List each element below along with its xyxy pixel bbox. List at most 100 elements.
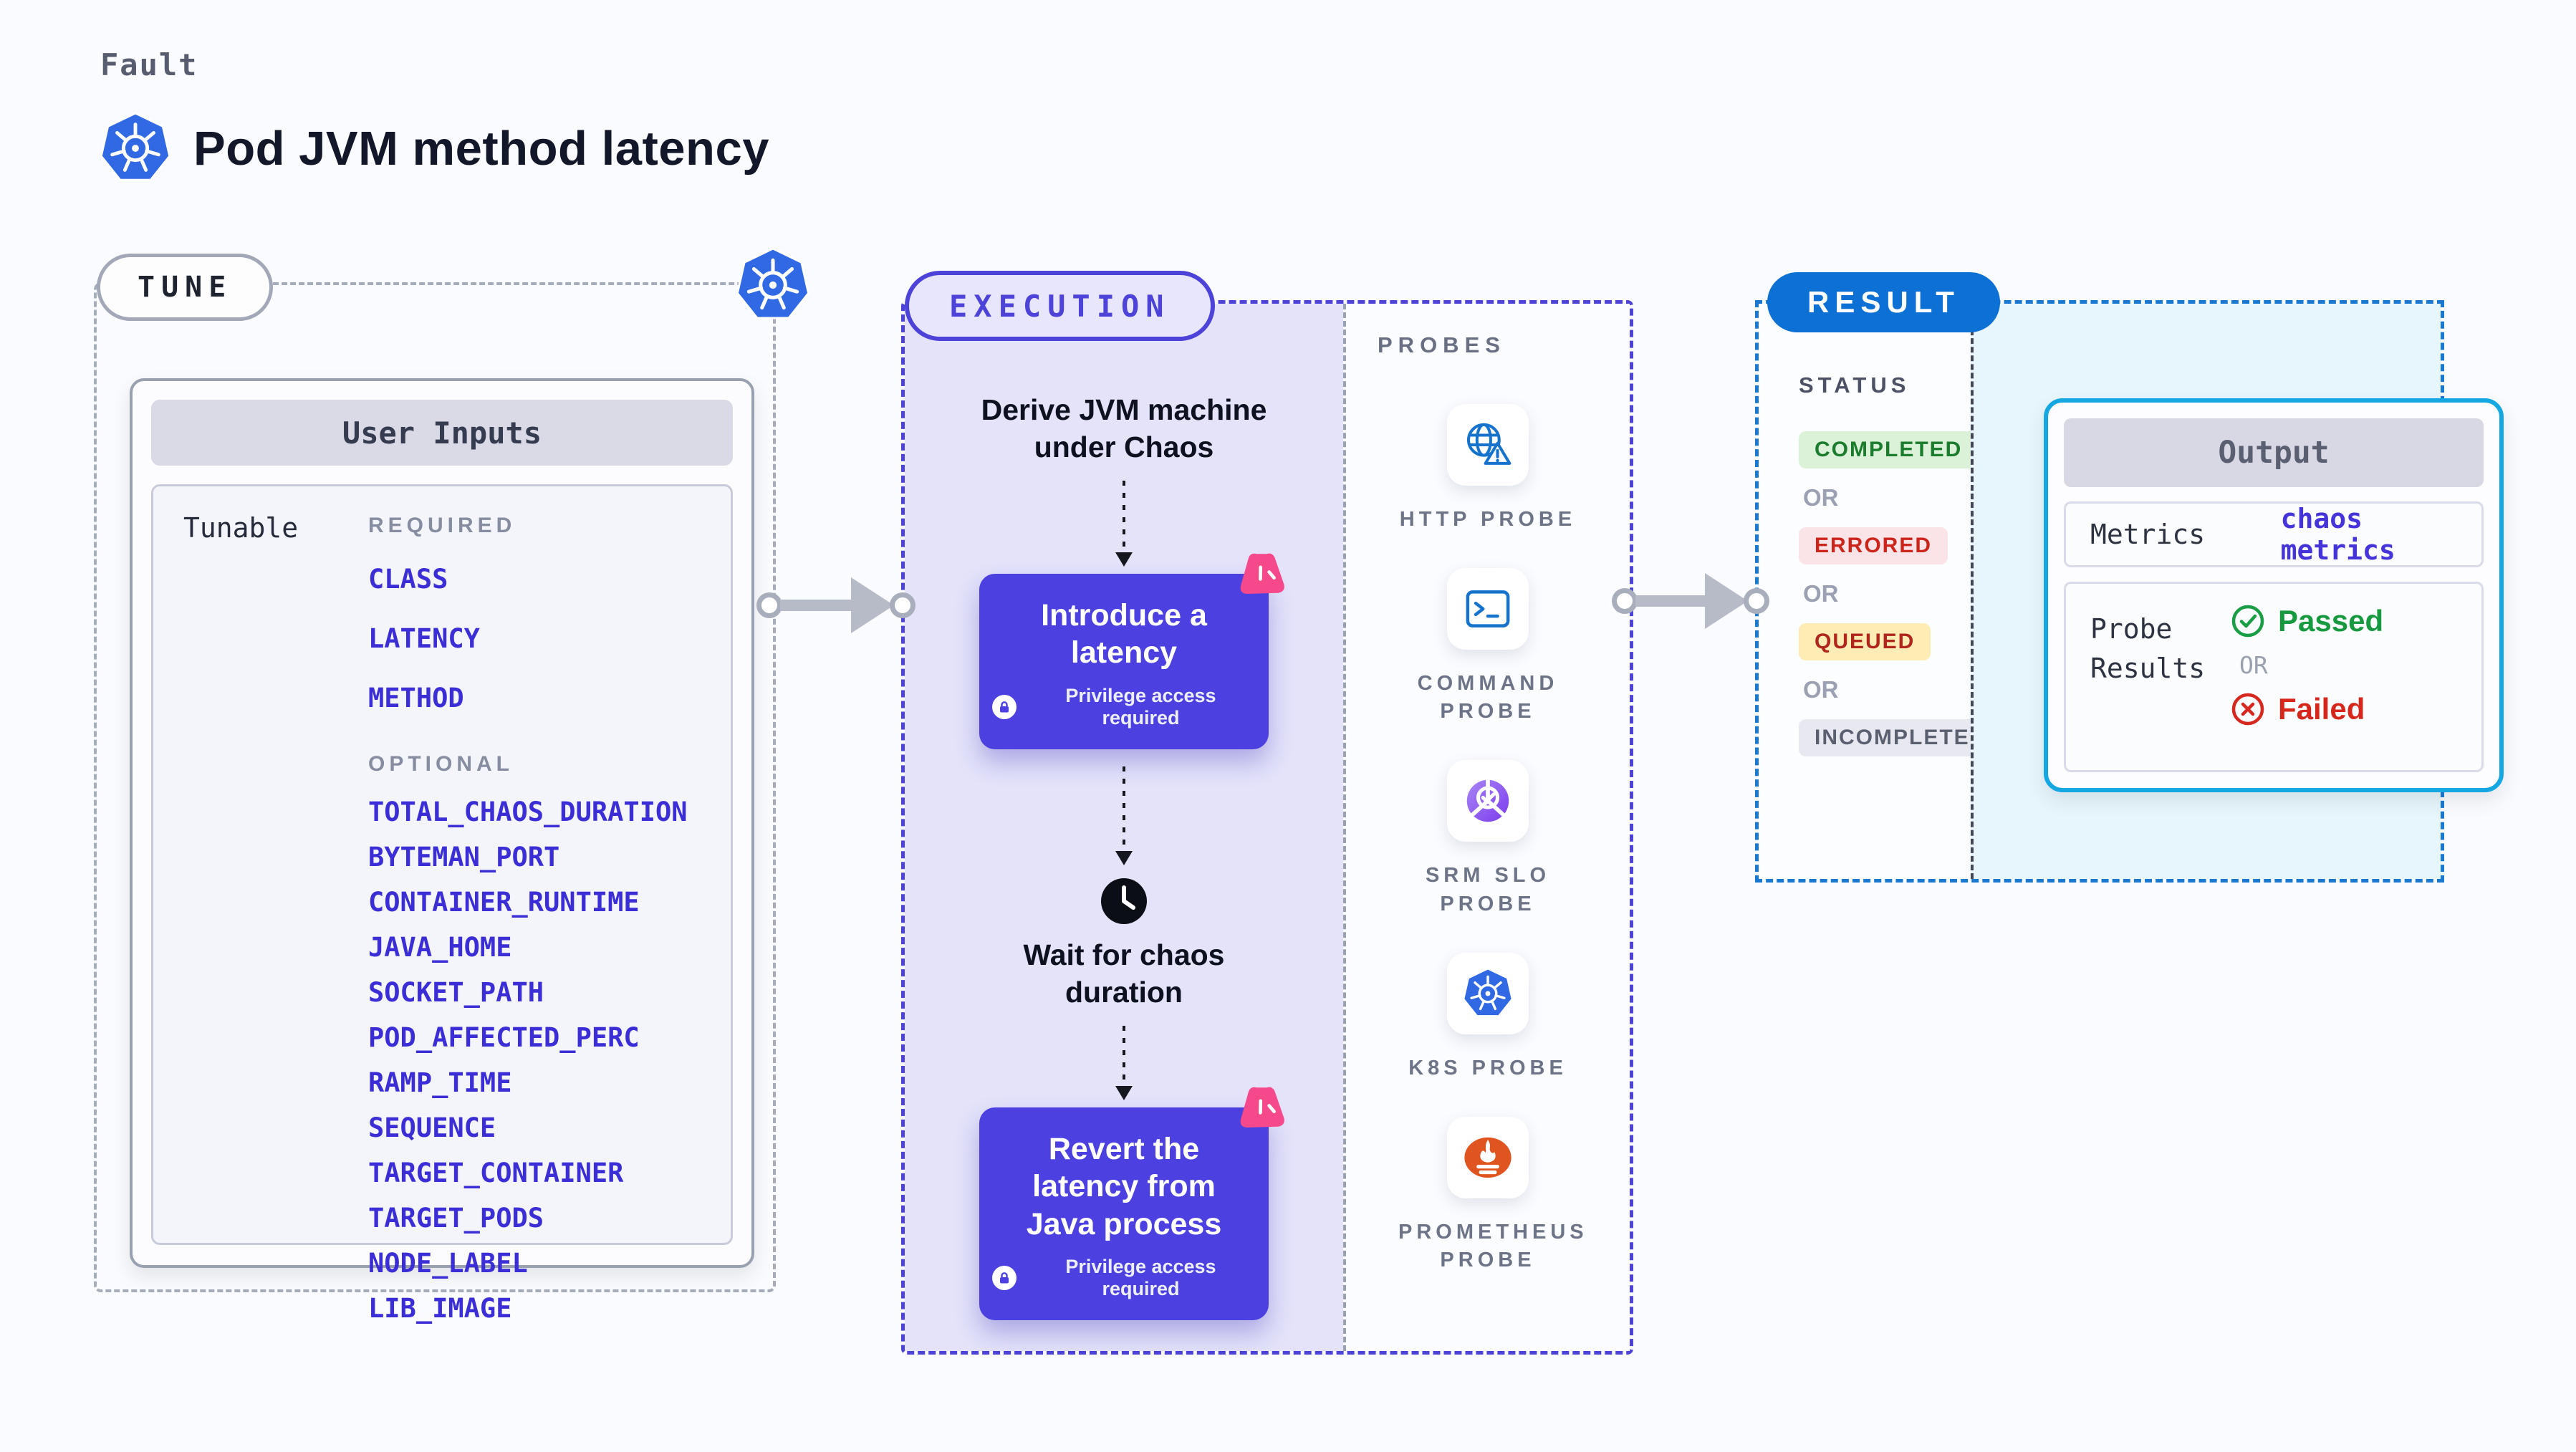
probes-title: PROBES [1378,332,1506,357]
param-link-total-chaos-duration[interactable]: TOTAL_CHAOS_DURATION [368,797,688,827]
step-derive-jvm: Derive JVM machine under Chaos [981,393,1267,464]
introduce-latency-label: Introduce a latency [1041,597,1207,670]
metrics-label: Metrics [2090,519,2206,550]
metrics-value: chaos metrics [2280,503,2395,566]
param-link-method[interactable]: METHOD [368,683,464,713]
execution-badge: EXECUTION [905,271,1215,341]
tune-badge: TUNE [97,254,274,321]
failed-label: Failed [2278,692,2365,726]
slo-pie-check-icon [1466,778,1509,822]
probe-item-prometheus: PROMETHEUS PROBE [1398,1116,1584,1274]
param-link-java-home[interactable]: JAVA_HOME [368,932,512,963]
arrow-head [1705,573,1748,629]
probe-item-command: COMMAND PROBE [1398,568,1577,726]
lock-icon [992,694,1017,719]
passed-label: Passed [2278,604,2384,638]
probe-item-k8s: K8S PROBE [1408,952,1567,1082]
privilege-note-text: Privilege access required [1065,684,1216,729]
connector-dot [1744,588,1769,614]
param-link-container-runtime[interactable]: CONTAINER_RUNTIME [368,887,640,918]
status-badge-completed: COMPLETED [1799,431,1979,468]
tunable-label: Tunable [183,512,299,544]
chaos-triangle-icon [1240,553,1284,594]
probe-label: COMMAND PROBE [1417,672,1559,723]
clock-icon [1100,877,1148,929]
status-title: STATUS [1799,372,1911,398]
probe-label: HTTP PROBE [1399,508,1577,531]
command-probe-card[interactable] [1447,568,1529,650]
terminal-icon [1466,590,1510,628]
arrow-shaft [780,600,853,611]
param-link-target-container[interactable]: TARGET_CONTAINER [368,1158,624,1188]
failed-line: Failed [2231,692,2383,726]
probe-item-srm-slo: SRM SLO PROBE [1398,760,1577,918]
user-inputs-card: User Inputs Tunable REQUIRED CLASS LATEN… [130,378,754,1324]
execution-section: EXECUTION Derive JVM machine under Chaos… [901,271,1633,1355]
flow-arrow-down [1115,480,1133,567]
or-label: OR [1803,676,1839,703]
param-link-latency[interactable]: LATENCY [368,623,480,654]
probe-results-values: Passed OR Failed [2231,604,2383,726]
result-badge: RESULT [1767,272,2000,332]
params-column: REQUIRED CLASS LATENCY METHOD OPTIONAL T… [368,514,688,1338]
privilege-note: Privilege access required [992,1256,1256,1300]
required-section-label: REQUIRED [368,514,516,537]
output-title: Output [2064,418,2484,487]
privilege-note: Privilege access required [992,685,1256,729]
flow-arrow-down [1115,1025,1133,1100]
probe-results-label: Probe Results [2090,613,2206,685]
page-title: Pod JVM method latency [193,121,769,176]
param-link-byteman-port[interactable]: BYTEMAN_PORT [368,842,560,872]
param-link-lib-image[interactable]: LIB_IMAGE [368,1293,512,1324]
kubernetes-icon [736,247,809,323]
status-badge-errored: ERRORED [1799,527,1948,564]
status-badge-incompleted: INCOMPLETED [1799,719,2003,756]
or-label: OR [2239,651,2268,679]
arrow-shaft [1635,595,1707,607]
probe-item-http: HTTP PROBE [1400,404,1576,534]
srm-slo-probe-card[interactable] [1447,760,1529,842]
or-label: OR [1803,580,1839,607]
fault-kicker: Fault [100,47,198,82]
param-link-socket-path[interactable]: SOCKET_PATH [368,977,544,1008]
probe-label: K8S PROBE [1408,1056,1567,1080]
status-badge-queued: QUEUED [1799,623,1931,660]
param-link-class[interactable]: CLASS [368,564,448,595]
probe-label: SRM SLO PROBE [1425,864,1551,915]
revert-latency-label: Revert the latency from Java process [1026,1131,1222,1241]
connector-dot [1612,588,1638,614]
flow-arrow-down [1115,766,1133,865]
tune-section: TUNE User Inputs Tunable REQUIRED CLASS … [94,282,776,1324]
param-link-target-pods[interactable]: TARGET_PODS [368,1203,544,1234]
connector-dot [890,592,915,618]
probes-panel: PROBES HTTP PROBE [1343,304,1630,1351]
status-column: STATUS COMPLETED OR ERRORED OR QUEUED OR… [1759,304,2003,879]
result-output-area: Output Metrics chaos metrics Probe Resul… [1971,304,2504,879]
param-link-sequence[interactable]: SEQUENCE [368,1112,496,1143]
metrics-row: Metrics chaos metrics [2064,501,2484,567]
result-section: RESULT STATUS COMPLETED OR ERRORED OR QU… [1755,272,2504,883]
kubernetes-icon [1462,967,1514,1017]
optional-section-label: OPTIONAL [368,752,514,776]
introduce-latency-button[interactable]: Introduce a latency Privilege access req… [979,553,1284,749]
k8s-probe-card[interactable] [1446,952,1529,1034]
execution-to-result-arrow [1612,573,1769,629]
http-probe-card[interactable] [1446,404,1529,486]
revert-latency-button[interactable]: Revert the latency from Java process Pri… [979,1087,1284,1321]
param-link-ramp-time[interactable]: RAMP_TIME [368,1067,512,1098]
prometheus-probe-card[interactable] [1447,1116,1529,1198]
or-label: OR [1803,484,1839,511]
lock-icon [992,1266,1017,1291]
passed-line: Passed [2231,604,2383,638]
prometheus-flame-icon [1464,1137,1512,1178]
x-circle-icon [2231,693,2264,726]
param-link-node-label[interactable]: NODE_LABEL [368,1248,528,1279]
param-link-pod-affected-perc[interactable]: POD_AFFECTED_PERC [368,1022,640,1053]
user-inputs-list: Tunable REQUIRED CLASS LATENCY METHOD OP… [151,484,733,1324]
user-inputs-title: User Inputs [151,400,733,466]
page-title-row: Pod JVM method latency [100,112,769,185]
arrow-head [851,577,894,633]
execution-flow: Derive JVM machine under Chaos Introduce… [905,304,1343,1351]
connector-dot [756,592,782,618]
